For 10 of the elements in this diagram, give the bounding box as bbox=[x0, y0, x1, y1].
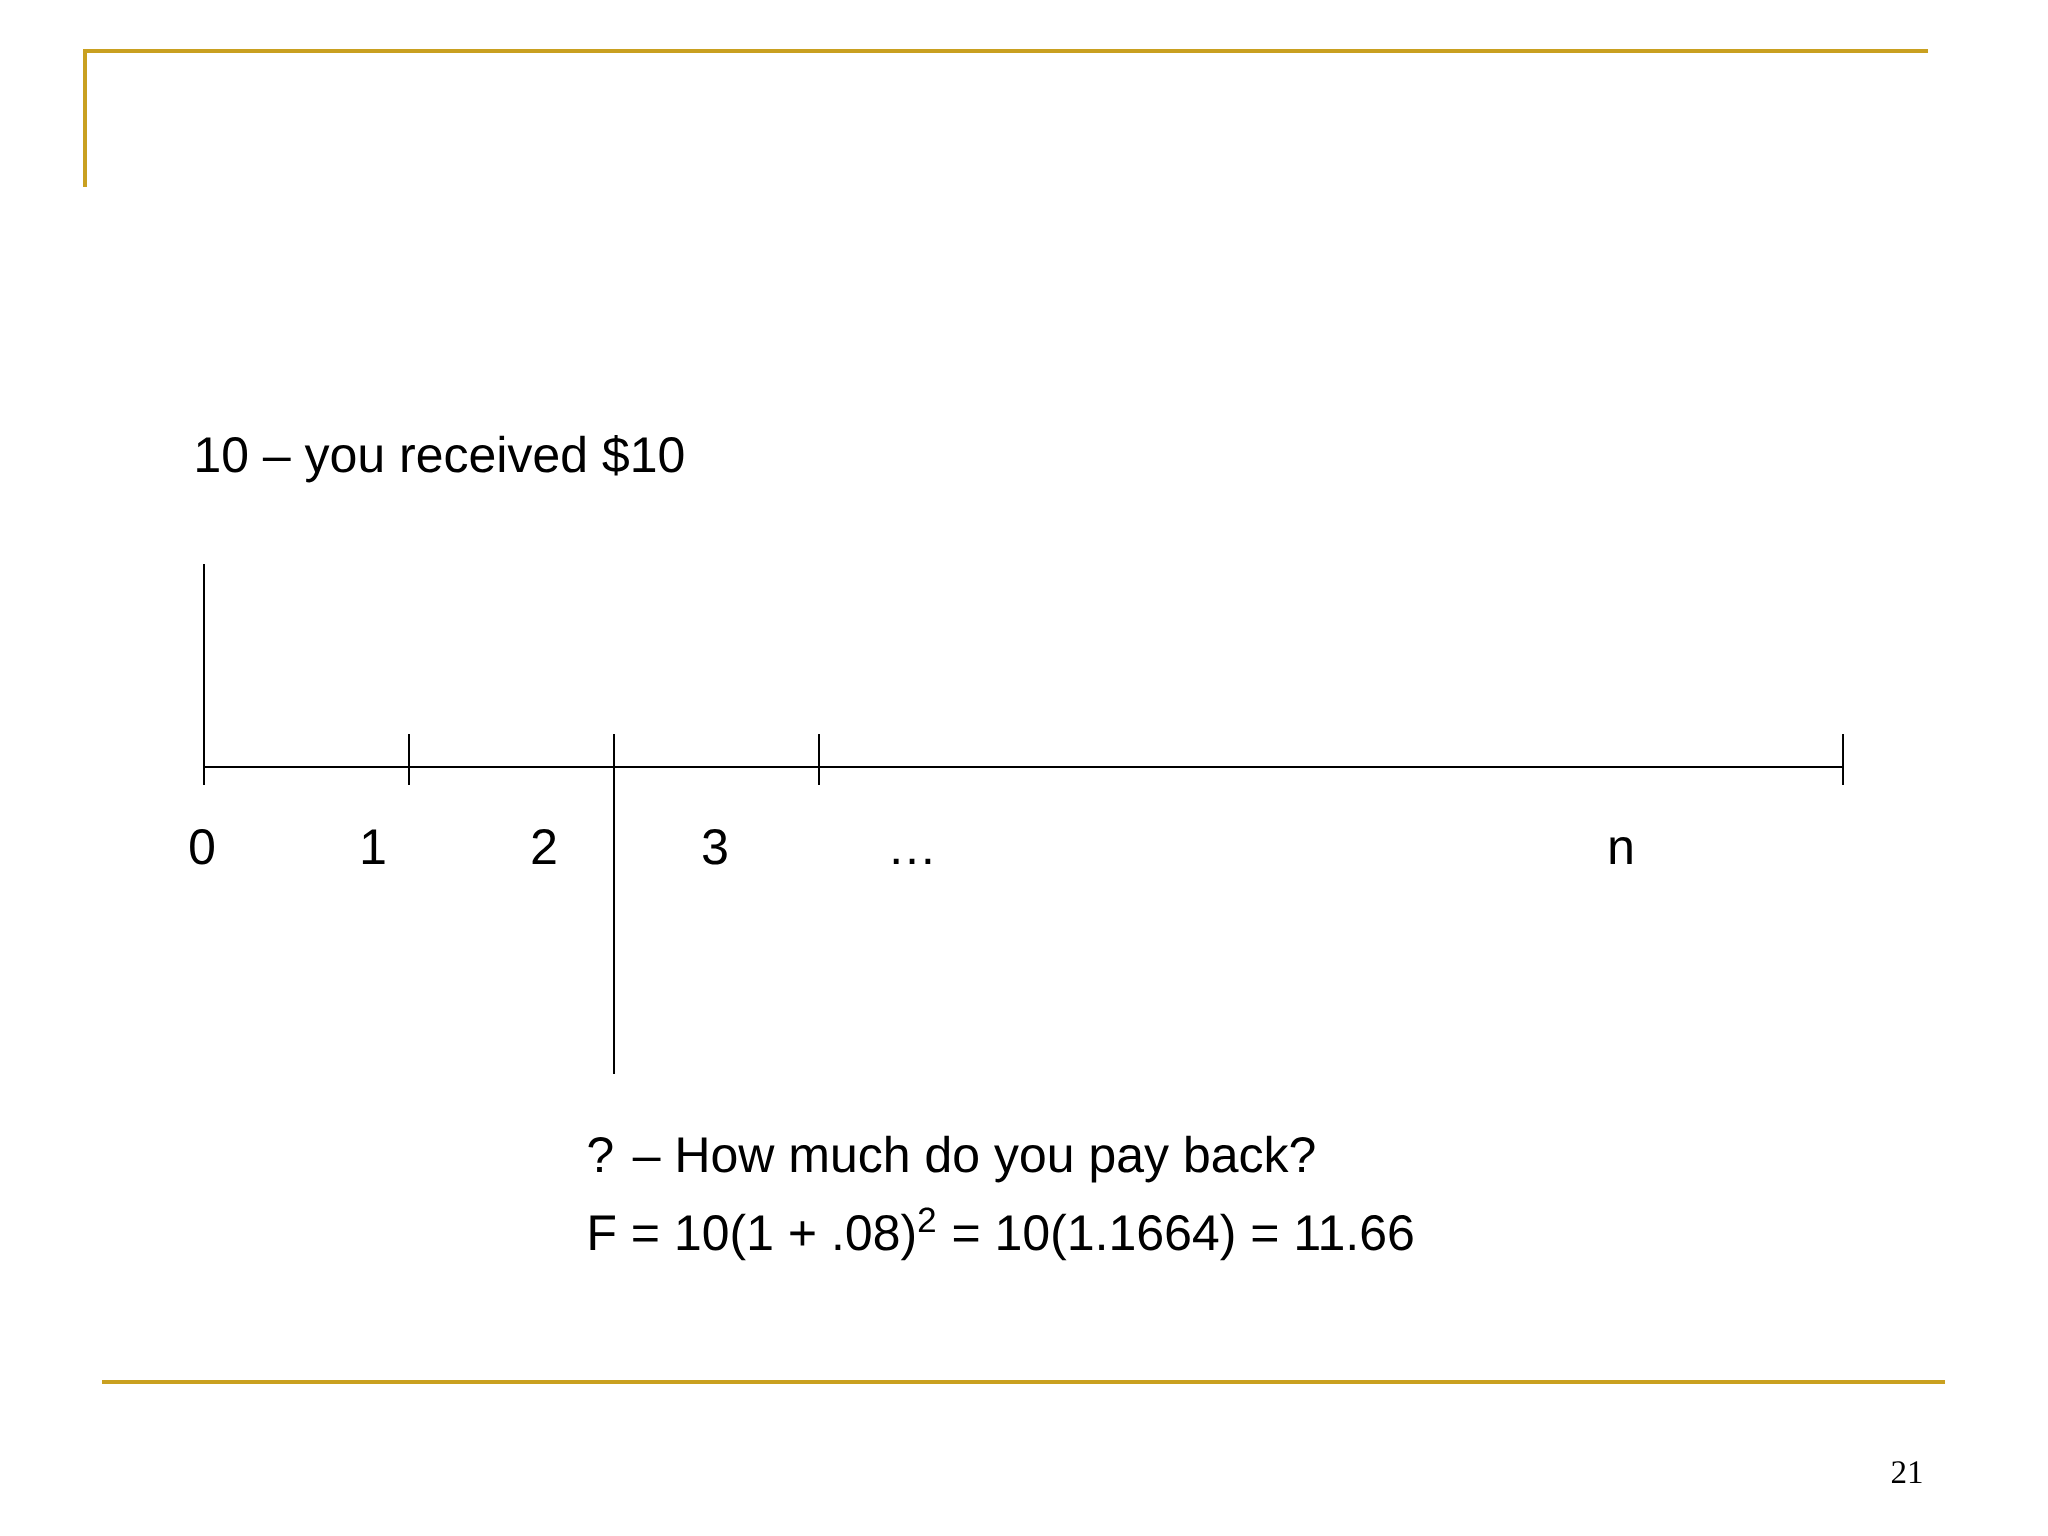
formula-text: F = 10(1 + .08)$^{2}$ = 10(1.1664) = 11.66 bbox=[590, 1207, 1413, 1261]
page-number: 21 bbox=[1891, 1461, 1922, 1483]
tick-label: … bbox=[893, 858, 931, 864]
tick-label: 1 bbox=[362, 829, 385, 864]
question-text: ? – How much do you pay back? bbox=[588, 1135, 1315, 1183]
tick-label: 3 bbox=[703, 829, 727, 865]
tick-label: 0 bbox=[190, 829, 214, 865]
annotation-text: 10 – you received $10 bbox=[197, 435, 684, 483]
tick-label: n bbox=[1610, 837, 1632, 864]
tick-label: 2 bbox=[532, 829, 556, 864]
